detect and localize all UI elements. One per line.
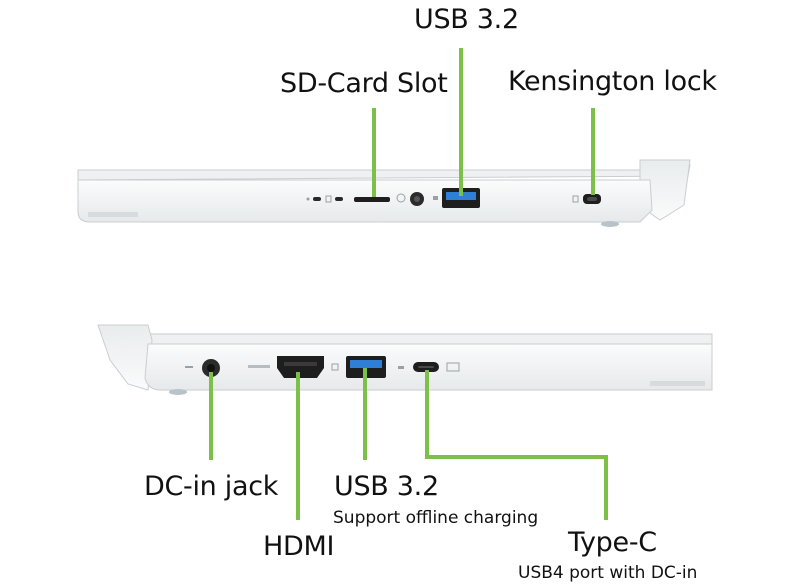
label-usb-bottom-sub: Support offline charging: [333, 508, 539, 528]
label-kensington-lock: Kensington lock: [508, 66, 717, 97]
label-type-c: Type-C: [568, 527, 657, 558]
callout-lines-top: [372, 48, 595, 197]
label-usb-bottom: USB 3.2: [334, 471, 439, 502]
label-sd-card-slot: SD-Card Slot: [280, 68, 448, 99]
label-type-c-sub: USB4 port with DC-in: [518, 563, 698, 583]
laptop-right-side: [97, 324, 713, 395]
kensington-lock-icon: [572, 194, 601, 204]
callout-lines-bottom: [209, 368, 608, 520]
vent-grille: [88, 212, 138, 217]
label-dc-in-jack: DC-in jack: [144, 471, 279, 502]
laptop-left-side: [77, 159, 691, 227]
battery-indicator-icon: [325, 195, 343, 203]
label-hdmi: HDMI: [263, 531, 335, 562]
power-indicator-icon: [306, 197, 321, 201]
dc-in-jack-icon: [185, 359, 220, 377]
sd-card-slot-icon: [354, 197, 390, 202]
hdmi-port-icon: [248, 356, 324, 378]
usb-c-port-icon: [398, 362, 460, 372]
rubber-foot: [169, 389, 187, 395]
audio-jack-icon: [396, 192, 424, 206]
label-usb-top: USB 3.2: [414, 4, 519, 35]
usb-a-port-icon: [331, 356, 386, 378]
rubber-foot: [601, 221, 619, 227]
vent-grille: [650, 381, 705, 386]
callout-line-type-c: [425, 370, 608, 520]
